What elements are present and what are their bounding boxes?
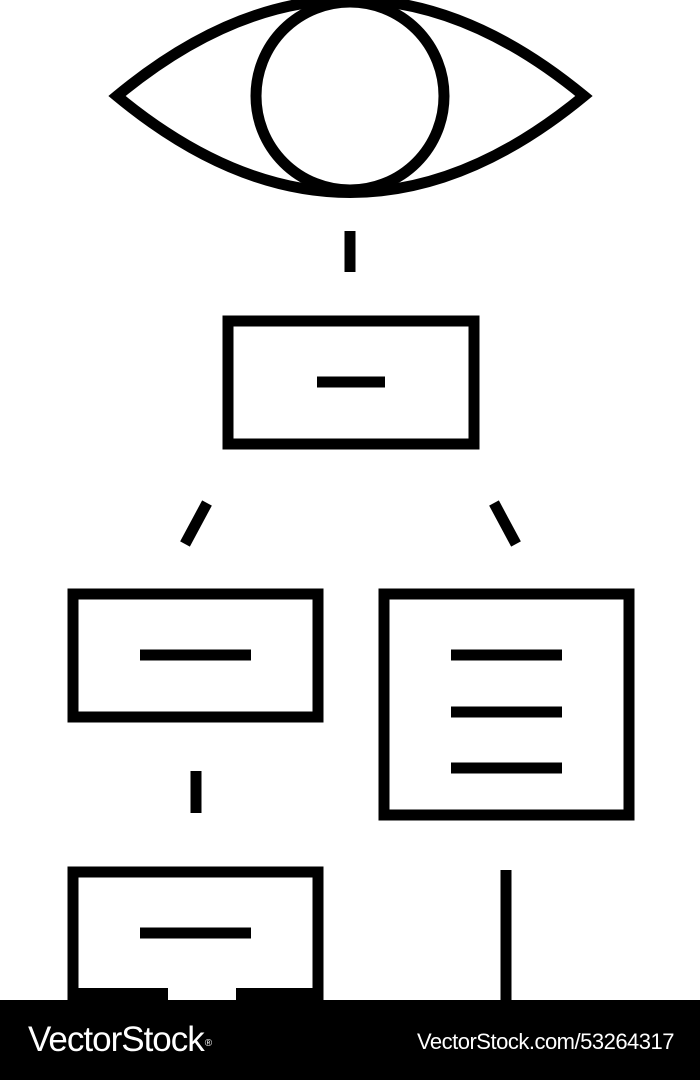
root-node-box (222, 315, 480, 450)
bottom-node-foot-left (68, 988, 168, 1000)
image-credit: VectorStock.com/53264317 (416, 1029, 675, 1054)
bottom-node (67, 866, 324, 1000)
registered-mark: ® (204, 1038, 212, 1049)
connector-root-to-left (180, 500, 212, 547)
watermark-bar: VectorStock® VectorStock.com/53264317 (0, 1000, 700, 1080)
bottom-node-foot-right (236, 988, 323, 1000)
connector-root-to-right (489, 500, 521, 547)
eye-iris (250, 0, 450, 196)
brand-logo: VectorStock® (28, 1019, 212, 1061)
eye-icon (108, 0, 593, 198)
bottom-node-box (67, 866, 324, 1000)
root-node (222, 315, 480, 450)
eye-outline (108, 0, 593, 198)
right-child-node (378, 588, 635, 821)
left-child-node (67, 588, 324, 723)
right-child-node-box (378, 588, 635, 821)
left-child-node-box (67, 588, 324, 723)
decision-tree-diagram (67, 0, 635, 1000)
brand-name: VectorStock (28, 1020, 205, 1059)
